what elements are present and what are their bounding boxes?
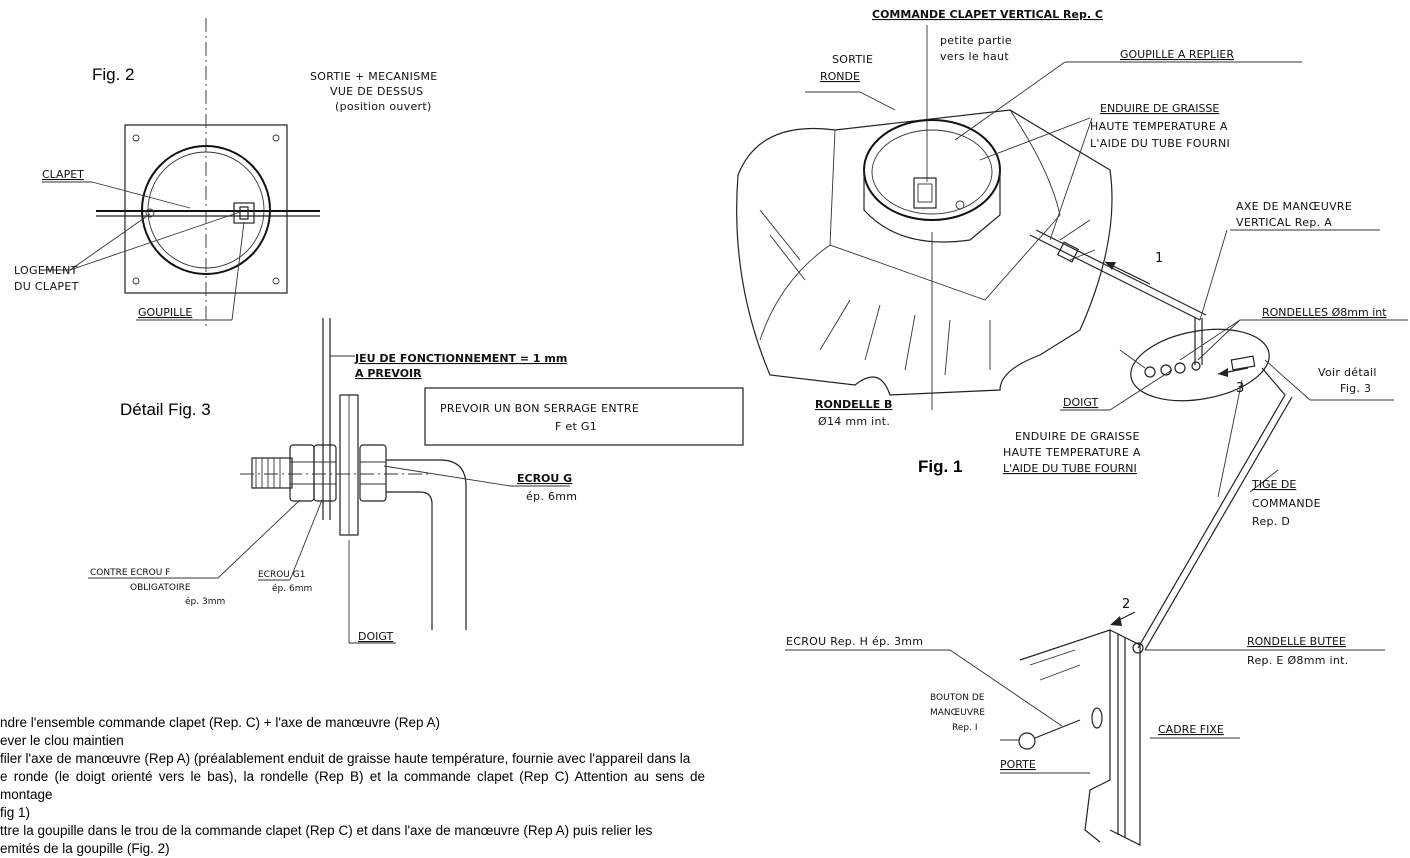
fig1-bouton-3: Rep. I <box>952 723 977 733</box>
fig1-voir-1: Voir détail <box>1318 366 1377 379</box>
fig3-note-box <box>424 387 744 446</box>
fig3-title: Détail Fig. 3 <box>120 400 211 419</box>
instruction-list: ndre l'ensemble commande clapet (Rep. C)… <box>0 714 705 858</box>
fig3-jeu-2: A PREVOIR <box>355 367 422 380</box>
fig3-jeu-1: JEU DE FONCTIONNEMENT = 1 mm <box>354 352 567 365</box>
fig2-title: Fig. 2 <box>92 65 135 84</box>
fig3-ecrou-g-ep: ép. 6mm <box>526 490 577 503</box>
fig2-label-clapet: CLAPET <box>42 168 84 181</box>
fig1-sortie-1: SORTIE <box>832 53 873 66</box>
fig1-arrow-2: 2 <box>1122 597 1130 612</box>
fig3-contre-3: ép. 3mm <box>185 596 225 607</box>
fig3-note-1: PREVOIR UN BON SERRAGE ENTRE <box>440 402 639 415</box>
fig1-commande-2: petite partie <box>940 34 1012 47</box>
instruction-line: emités de la goupille (Fig. 2) <box>0 841 170 856</box>
fig1-graisse-bot-1: ENDUIRE DE GRAISSE <box>1015 430 1140 443</box>
instruction-line: ever le clou maintien <box>0 733 124 748</box>
fig2-heading-1: SORTIE + MECANISME <box>310 70 438 83</box>
instruction-line: e ronde (le doigt orienté vers le bas), … <box>0 769 705 802</box>
fig1-graisse-bot-2: HAUTE TEMPERATURE A <box>1003 446 1141 459</box>
fig1-doigt: DOIGT <box>1063 396 1099 409</box>
fig3-note-2: F et G1 <box>555 420 597 433</box>
fig1-graisse-bot-3: L'AIDE DU TUBE FOURNI <box>1003 462 1137 475</box>
fig1-door <box>1019 629 1111 843</box>
fig1-commande-3: vers le haut <box>940 50 1009 63</box>
fig1-axe-1: AXE DE MANŒUVRE <box>1236 200 1352 213</box>
fig2-label-logement-2: DU CLAPET <box>14 280 79 293</box>
fig2-label-logement-1: LOGEMENT <box>14 264 78 277</box>
fig1-graisse-top-3: L'AIDE DU TUBE FOURNI <box>1090 137 1230 150</box>
fig1-assembly: Fig. 1 1 <box>736 8 1408 846</box>
fig1-rondelles: RONDELLES Ø8mm int <box>1262 306 1387 319</box>
fig1-ecrou-h: ECROU Rep. H ép. 3mm <box>786 635 923 648</box>
fig1-rondelle-b-2: Ø14 mm int. <box>818 415 890 428</box>
fig1-tige-3: Rep. D <box>1252 515 1290 528</box>
fig1-bouton-1: BOUTON DE <box>930 693 985 703</box>
fig2-heading-3: (position ouvert) <box>335 100 432 113</box>
fig3-doigt: DOIGT <box>358 630 394 643</box>
fig1-title: Fig. 1 <box>918 457 962 476</box>
fig3-detail: Détail Fig. 3 JEU DE FONCTIONNEMENT = 1 … <box>88 318 744 644</box>
instruction-line: fig 1) <box>0 805 31 820</box>
fig1-voir-2: Fig. 3 <box>1340 382 1371 395</box>
fig1-cadre: CADRE FIXE <box>1158 723 1224 736</box>
instruction-line: filer l'axe de manœuvre (Rep A) (préalab… <box>0 751 691 766</box>
fig1-rondelle-butee-1: RONDELLE BUTEE <box>1247 635 1346 648</box>
instruction-line: ttre la goupille dans le trou de la comm… <box>0 823 653 838</box>
fig1-porte: PORTE <box>1000 758 1036 771</box>
fig1-graisse-top-1: ENDUIRE DE GRAISSE <box>1100 102 1219 115</box>
fig3-ecrou-g1-ep: ép. 6mm <box>272 583 312 594</box>
fig2-label-goupille: GOUPILLE <box>138 306 192 319</box>
fig1-axe-2: VERTICAL Rep. A <box>1236 216 1332 229</box>
fig1-appliance-body <box>736 109 1113 396</box>
instruction-line: ndre l'ensemble commande clapet (Rep. C)… <box>0 715 440 730</box>
fig3-ecrou-g: ECROU G <box>517 472 572 485</box>
fig1-commande-1: COMMANDE CLAPET VERTICAL Rep. C <box>872 8 1103 21</box>
fig3-contre-2: OBLIGATOIRE <box>130 583 191 593</box>
fig1-sortie-2: RONDE <box>820 70 860 83</box>
fig1-graisse-top-2: HAUTE TEMPERATURE A <box>1090 120 1228 133</box>
fig1-goupille: GOUPILLE A REPLIER <box>1120 48 1234 61</box>
fig1-detail-ellipse <box>1130 328 1270 402</box>
fig1-bouton-2: MANŒUVRE <box>930 708 985 718</box>
fig1-tige-2: COMMANDE <box>1252 497 1321 510</box>
fig2-top-view: Fig. 2 SORTIE + MECANISME VUE DE DESSUS … <box>14 18 438 330</box>
fig1-tige-1: TIGE DE <box>1251 478 1296 491</box>
fig3-contre-1: CONTRE ECROU F <box>90 568 170 578</box>
fig1-rondelle-butee-2: Rep. E Ø8mm int. <box>1247 654 1349 667</box>
fig1-rondelle-b-1: RONDELLE B <box>815 398 892 411</box>
fig1-arrow-1: 1 <box>1155 251 1163 266</box>
fig3-ecrou-g1: ECROU G1 <box>258 570 305 580</box>
fig2-heading-2: VUE DE DESSUS <box>330 85 423 98</box>
fig1-round-outlet <box>863 119 1001 221</box>
